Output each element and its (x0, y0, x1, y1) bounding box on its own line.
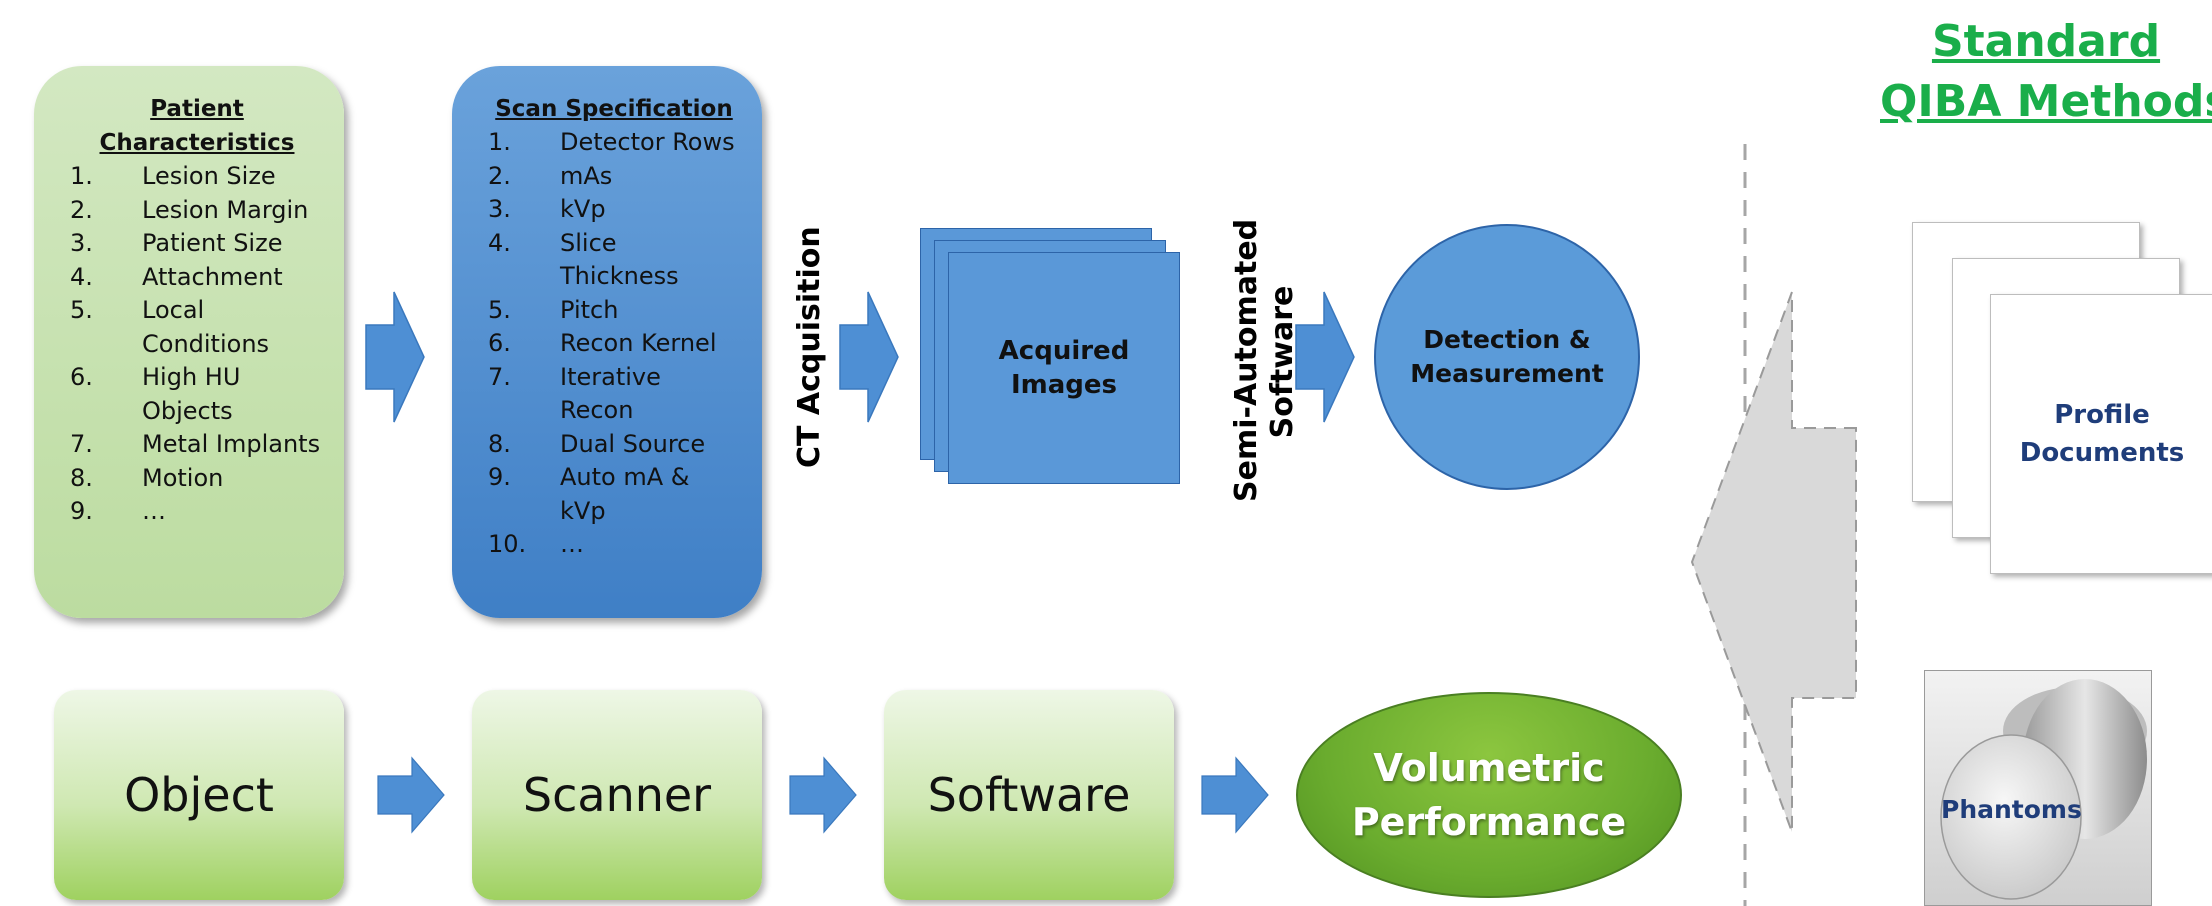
software-label: Software (927, 768, 1131, 822)
acquired-images-label-line1: Acquired (998, 336, 1130, 366)
list-item: 7.Iterative Recon (488, 362, 661, 425)
list-item: 6.High HU Objects (70, 363, 241, 425)
list-item: 8.Dual Source (488, 429, 706, 458)
ct-acquisition-label: CT Acquisition (792, 226, 827, 468)
large-left-arrow-icon (1690, 291, 1857, 833)
patient-card-title-line2: Characteristics (99, 130, 295, 156)
document-sheet-front: Profile Documents (1990, 294, 2212, 574)
profile-label-line1: Profile (2054, 400, 2150, 430)
dashed-divider (1743, 144, 1747, 906)
list-item: 2.mAs (488, 161, 613, 190)
list-item: 9.Auto mA & kVp (488, 463, 690, 525)
list-item: 9.… (70, 497, 166, 525)
object-label: Object (124, 768, 274, 822)
list-item: 8.Motion (70, 463, 224, 492)
object-box: Object (54, 690, 344, 900)
arrow-right-icon (789, 756, 857, 834)
scanner-box: Scanner (472, 690, 762, 900)
arrow-right-icon (1295, 291, 1355, 423)
list-item: 4.Attachment (70, 262, 283, 291)
phantoms-label: Phantoms (1941, 795, 2082, 824)
profile-label-line2: Documents (2019, 438, 2185, 468)
acquired-images-stack: Acquired Images (918, 226, 1182, 486)
list-item: 5.Local Conditions (70, 296, 270, 358)
standard-heading-line2: QIBA Methods (1880, 76, 2212, 127)
image-sheet-front: Acquired Images (948, 252, 1180, 484)
list-item: 7.Metal Implants (70, 430, 321, 458)
scanner-label: Scanner (522, 768, 712, 822)
detection-measurement-circle: Detection & Measurement (1374, 224, 1640, 490)
list-item: 1.Lesion Size (70, 162, 276, 190)
list-item: 10.… (488, 530, 584, 558)
scan-specification-card: Scan Specification 1.Detector Rows 2.mAs… (452, 66, 762, 618)
list-item: 3.kVp (488, 195, 606, 223)
arrow-right-icon (1201, 756, 1269, 834)
phantoms-image: Phantoms (1924, 670, 2152, 906)
list-item: 2.Lesion Margin (70, 195, 309, 224)
arrow-right-icon (365, 291, 425, 423)
list-item: 4.Slice Thickness (488, 228, 679, 291)
patient-card-title-line1: Patient (150, 96, 244, 122)
patient-characteristics-list: 1.Lesion Size 2.Lesion Margin 3.Patient … (70, 160, 324, 529)
list-item: 3.Patient Size (70, 229, 283, 257)
standard-qiba-heading: Standard QIBA Methods (1880, 12, 2212, 132)
scan-specification-list: 1.Detector Rows 2.mAs 3.kVp 4.Slice Thic… (488, 126, 740, 562)
arrow-right-icon (377, 756, 445, 834)
volumetric-label-line2: Performance (1351, 800, 1627, 844)
patient-characteristics-card: Patient Characteristics 1.Lesion Size 2.… (34, 66, 344, 618)
arrow-right-icon (839, 291, 899, 423)
semi-automated-software-label: Semi-Automated Software (1229, 218, 1301, 502)
list-item: 1.Detector Rows (488, 128, 735, 156)
standard-heading-line1: Standard (1931, 16, 2161, 67)
software-box: Software (884, 690, 1174, 900)
phantom-cylinder-icon (1940, 679, 2147, 900)
volumetric-performance-ellipse: Volumetric Performance (1296, 692, 1682, 898)
semi-automated-line1: Semi-Automated (1229, 218, 1264, 502)
scan-card-title: Scan Specification (495, 96, 733, 122)
detection-label-line2: Measurement (1410, 359, 1604, 388)
list-item: 6.Recon Kernel (488, 329, 717, 357)
volumetric-label-line1: Volumetric (1373, 746, 1605, 790)
acquired-images-label-line2: Images (1010, 370, 1118, 400)
list-item: 5.Pitch (488, 295, 619, 324)
detection-label-line1: Detection & (1423, 325, 1591, 354)
